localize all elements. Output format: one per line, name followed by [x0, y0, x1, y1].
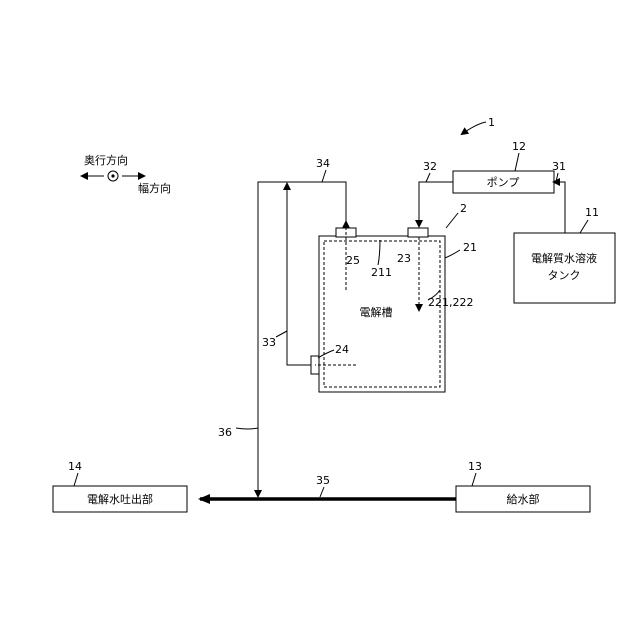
ref-electrolyzer: 2 [460, 202, 467, 215]
out-of-plane-dot-icon [111, 174, 114, 177]
ref-electrodes: 221,222 [428, 296, 474, 309]
ref-outlet-leader [74, 473, 78, 486]
legend-depth-label: 奥行方向 [84, 153, 128, 167]
ref-outlet: 14 [68, 460, 82, 473]
pipe-31 [554, 182, 565, 233]
tank-box [514, 233, 615, 303]
ref-system: 1 [488, 116, 495, 129]
tank-label-line2: タンク [548, 269, 581, 282]
legend-width-label: 幅方向 [138, 181, 171, 195]
ref-drain-port: 24 [335, 343, 349, 356]
ref-tank: 11 [585, 206, 599, 219]
ref-pipe-33-leader [276, 331, 287, 337]
ref-tank-outer-leader [445, 250, 460, 258]
ref-tank-outer: 21 [463, 241, 477, 254]
ref-pump-leader [515, 153, 519, 171]
pump-label: ポンプ [487, 176, 520, 189]
ref-pipe-31: 31 [552, 160, 566, 173]
inlet-port [408, 228, 428, 237]
outlet-label: 電解水吐出部 [87, 492, 153, 506]
ref-supply-leader [472, 473, 476, 486]
ref-system-arrow [462, 122, 486, 134]
ref-pump: 12 [512, 140, 526, 153]
supply-label: 給水部 [507, 492, 540, 506]
ref-supply: 13 [468, 460, 482, 473]
tank-label-line1: 電解質水溶液 [531, 251, 597, 265]
ref-pipe-34-leader [322, 170, 326, 182]
ref-pipe-36: 36 [218, 426, 232, 439]
pipe-32 [419, 182, 453, 226]
ref-pipe-33: 33 [262, 336, 276, 349]
ref-pipe-35-leader [320, 487, 324, 497]
ref-pipe-35: 35 [316, 474, 330, 487]
ref-inner-wall: 211 [371, 266, 392, 279]
ref-electrolyzer-leader [446, 213, 458, 228]
electrolyzer-label: 電解槽 [360, 305, 393, 319]
ref-pipe-36-leader [236, 428, 258, 429]
ref-outlet-port: 25 [346, 254, 360, 267]
pipe-33 [287, 184, 311, 365]
ref-tank-leader [580, 220, 588, 233]
ref-pipe-34: 34 [316, 157, 330, 170]
ref-pipe-32: 32 [423, 160, 437, 173]
ref-pipe-31-leader [556, 173, 558, 182]
ref-inlet-port: 23 [397, 252, 411, 265]
ref-pipe-32-leader [426, 173, 430, 182]
